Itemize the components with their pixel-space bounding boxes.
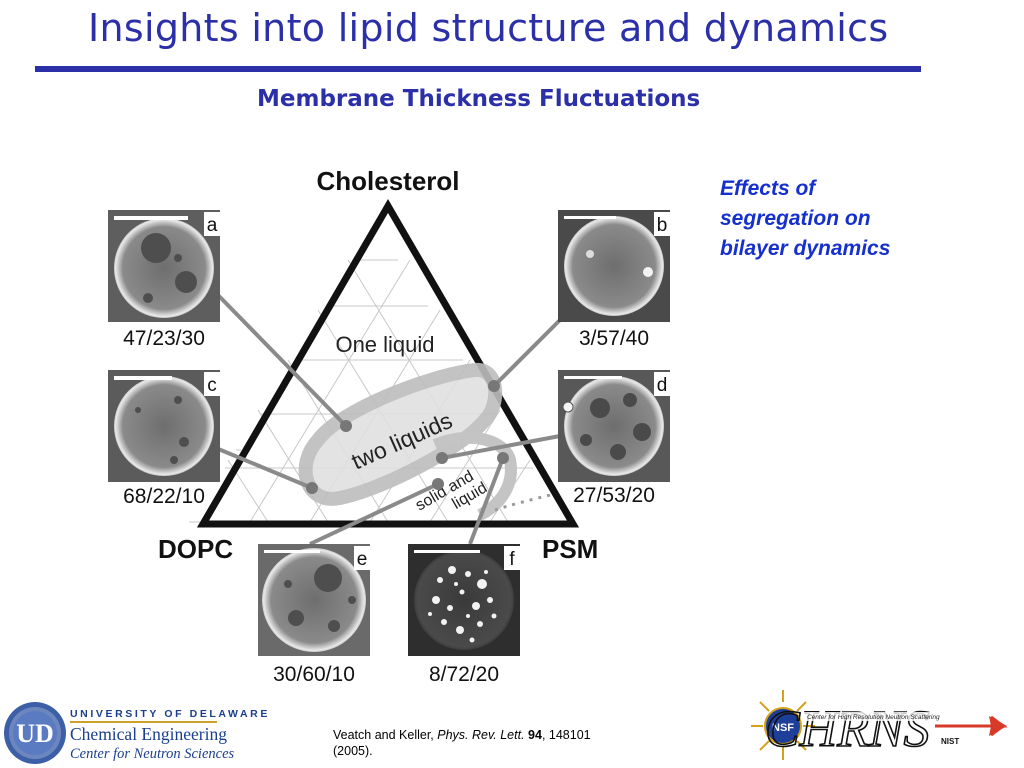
- two-liquids-region: [298, 363, 503, 506]
- solid-liquid-region: [432, 431, 517, 521]
- panel-letter: c: [207, 375, 217, 396]
- micrograph-panel-e: e 30/60/10: [258, 544, 370, 686]
- citation-journal: Phys. Rev. Lett.: [437, 728, 525, 742]
- micrograph-panel-b: b 3/57/40: [558, 210, 670, 350]
- composition-label: 8/72/20: [429, 663, 499, 686]
- panel-letter: e: [357, 549, 368, 570]
- ud-monogram: UD: [16, 719, 54, 748]
- region-label-one-liquid: One liquid: [335, 332, 434, 357]
- micrograph-panel-c: c 68/22/10: [108, 370, 220, 508]
- vertex-label-dopc: DOPC: [158, 534, 233, 564]
- citation-authors: Veatch and Keller,: [333, 728, 438, 742]
- slide-title: Insights into lipid structure and dynami…: [88, 6, 889, 50]
- composition-label: 68/22/10: [123, 485, 205, 508]
- slide-subtitle: Membrane Thickness Fluctuations: [257, 86, 701, 112]
- composition-label: 27/53/20: [573, 484, 655, 507]
- chrns-wordmark: CHRNS: [765, 701, 930, 758]
- side-note-line: bilayer dynamics: [720, 237, 891, 260]
- side-note-line: Effects of: [720, 177, 816, 200]
- vertex-label-cholesterol: Cholesterol: [316, 166, 459, 196]
- vertex-label-psm: PSM: [542, 534, 598, 564]
- citation: Veatch and Keller, Phys. Rev. Lett. 94, …: [333, 727, 653, 759]
- connector-lines: [213, 290, 562, 546]
- side-note: Effects of segregation on bilayer dynami…: [720, 174, 960, 264]
- department-name: Chemical Engineering: [70, 724, 227, 744]
- micrograph-panel-d: d 27/53/20: [558, 370, 670, 507]
- citation-year: (2005).: [333, 744, 373, 758]
- panel-letter: b: [657, 215, 668, 236]
- sun-rays: [751, 690, 815, 760]
- composition-points: [306, 380, 509, 494]
- chrns-logo: NSF CHRNS Center for High Resolution Neu…: [751, 690, 1008, 760]
- nist-label: NIST: [941, 737, 959, 746]
- composition-label: 3/57/40: [579, 327, 649, 350]
- panel-letter: d: [657, 375, 668, 396]
- center-name: Center for Neutron Sciences: [70, 746, 235, 762]
- title-underline: [35, 66, 921, 72]
- university-rule: [70, 721, 217, 723]
- nsf-label: NSF: [772, 722, 794, 734]
- panel-letter: a: [207, 215, 218, 236]
- panel-letter: f: [509, 549, 515, 570]
- micrograph-panel-f: f 8/72/20: [408, 544, 520, 686]
- university-name: UNIVERSITY OF DELAWARE: [70, 708, 270, 720]
- ud-logo: UD: [4, 702, 66, 764]
- composition-label: 47/23/30: [123, 327, 205, 350]
- side-note-line: segregation on: [720, 207, 871, 230]
- chrns-tagline: Center for High Resolution Neutron Scatt…: [807, 714, 940, 721]
- phase-diagram: One liquid two liquids solid and liquid …: [108, 166, 670, 686]
- citation-pages: , 148101: [541, 728, 591, 742]
- composition-label: 30/60/10: [273, 663, 355, 686]
- micrograph-panel-a: a 47/23/30: [108, 210, 220, 350]
- citation-volume: 94: [528, 728, 542, 742]
